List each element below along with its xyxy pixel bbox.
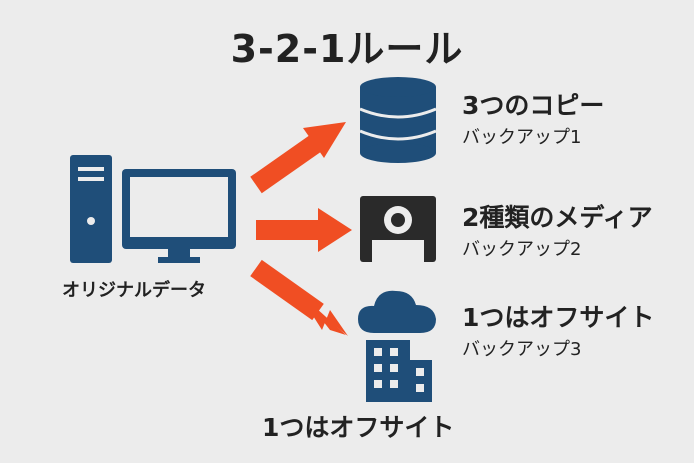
arrow-to-media xyxy=(256,208,352,252)
arrow-to-copies xyxy=(250,122,346,194)
database-icon xyxy=(359,77,437,163)
diagram-title: 3-2-1ルール xyxy=(230,27,464,71)
floppy-disk-icon xyxy=(360,196,436,262)
building-icon xyxy=(366,340,432,402)
offsite-label: 1つはオフサイト xyxy=(262,413,455,442)
rule-3-heading: 1つはオフサイト xyxy=(462,303,655,332)
rule-1-sub: バックアップ1 xyxy=(462,127,582,148)
source-label: オリジナルデータ xyxy=(62,280,206,301)
rule-2-heading: 2種類のメディア xyxy=(462,203,653,232)
cloud-icon xyxy=(358,290,436,333)
rule-3-sub: バックアップ3 xyxy=(462,339,582,360)
computer-icon xyxy=(70,155,236,263)
rule-2-sub: バックアップ2 xyxy=(462,239,582,260)
rule-1-heading: 3つのコピー xyxy=(462,91,605,120)
arrow-to-offsite xyxy=(250,259,348,336)
